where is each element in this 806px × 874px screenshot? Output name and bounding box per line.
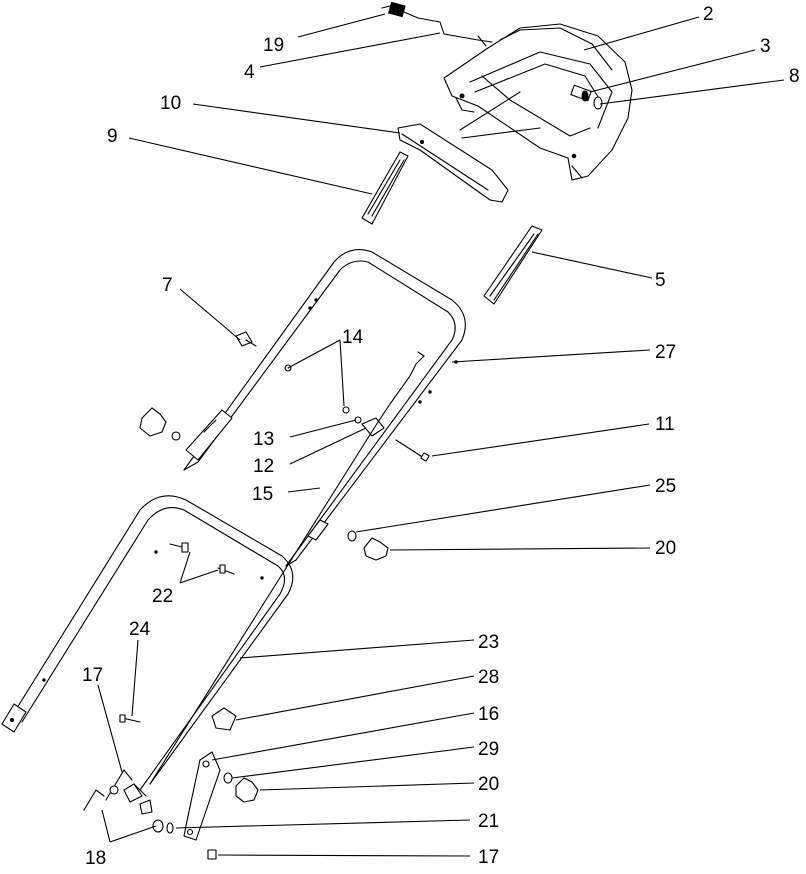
callout-17-left: 17 (82, 665, 103, 686)
part-18-clip (83, 769, 143, 811)
part-15-control-cable (149, 351, 425, 785)
callout-29: 29 (478, 739, 499, 760)
callout-20-lower: 20 (478, 774, 499, 795)
bracket-plate (307, 519, 329, 541)
part-8-washer (593, 96, 603, 110)
callout-21: 21 (478, 811, 499, 832)
part-4-linkage-rod (417, 17, 493, 47)
callout-28: 28 (478, 667, 499, 688)
part-17-nut (139, 799, 217, 860)
part-23-lower-handle (1, 495, 294, 797)
part-10-control-cover (397, 123, 509, 203)
callout-25: 25 (655, 476, 676, 497)
callout-labels: 19 4 2 3 8 10 9 5 7 14 27 13 12 11 15 25… (82, 4, 800, 869)
part-22-bolt (169, 542, 235, 575)
part-20-knob (363, 537, 389, 561)
callout-5: 5 (655, 270, 666, 291)
part-24-bolt (119, 714, 141, 723)
callout-24: 24 (129, 619, 151, 640)
part-5-cable-clip (483, 225, 543, 305)
callout-2: 2 (703, 4, 714, 25)
part-29-washer (223, 772, 233, 784)
part-16-bracket (183, 751, 221, 841)
part-2-control-housing (443, 23, 633, 181)
callout-13: 13 (253, 429, 274, 450)
part-20-knob-lower (235, 777, 259, 803)
callout-7: 7 (162, 275, 173, 296)
callout-20-upper: 20 (655, 538, 676, 559)
callout-16: 16 (478, 704, 499, 725)
callout-11: 11 (655, 414, 675, 435)
callout-27: 27 (655, 342, 676, 363)
part-9-cable-clip (361, 151, 409, 225)
callout-19: 19 (263, 35, 284, 56)
part-28-spacer (211, 707, 237, 731)
callout-10: 10 (160, 93, 181, 114)
leader-lines (97, 13, 785, 857)
callout-12: 12 (253, 456, 274, 477)
part-11-bolt (395, 439, 430, 462)
callout-3: 3 (760, 36, 771, 57)
callout-4: 4 (244, 62, 255, 83)
part-27-upper-handle (183, 249, 466, 567)
callout-8: 8 (789, 66, 800, 87)
part-3-bushing (570, 84, 592, 102)
callout-22: 22 (152, 586, 173, 607)
callout-15: 15 (252, 484, 273, 505)
callout-17-bottom: 17 (478, 847, 499, 868)
part-7-bolt (235, 331, 257, 347)
part-12-cable-guide (354, 416, 385, 437)
part-19-spring (381, 1, 419, 19)
callout-23: 23 (478, 632, 499, 653)
callout-9: 9 (107, 126, 118, 147)
part-21-washer (152, 819, 174, 834)
part-14-screw (284, 364, 350, 414)
knob-upper-left (139, 407, 181, 441)
callout-14: 14 (342, 327, 364, 348)
part-25-washer (347, 530, 357, 542)
callout-18: 18 (85, 848, 106, 869)
